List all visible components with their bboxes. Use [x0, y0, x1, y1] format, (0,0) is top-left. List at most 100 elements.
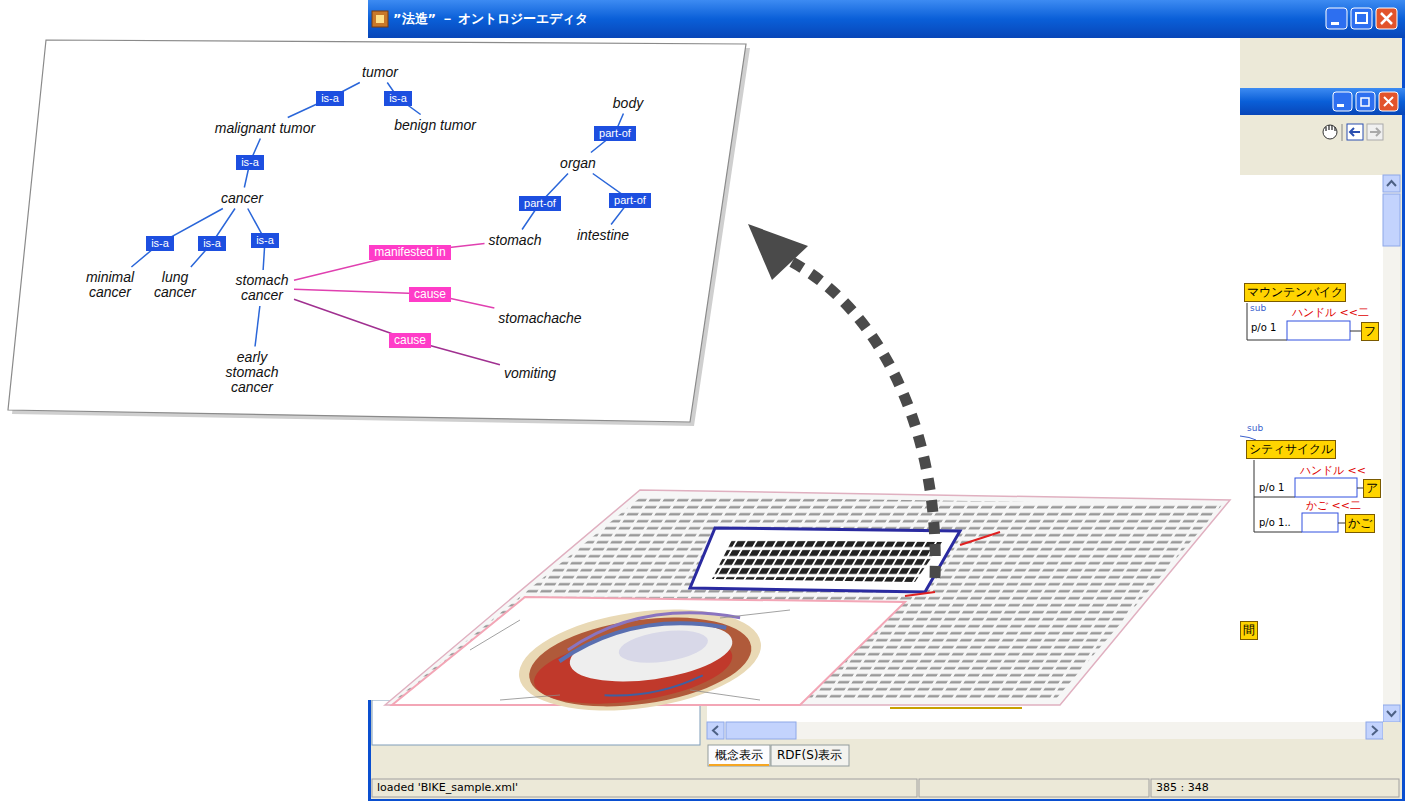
vessel	[556, 615, 728, 661]
arrow-head	[748, 224, 808, 280]
concept-term: tumor	[360, 64, 400, 81]
slot-link	[1338, 523, 1345, 524]
relation-label: manifested in	[369, 245, 450, 260]
concept-box: マウンテンバイク	[1244, 283, 1346, 302]
node-text: minimal cancer	[83, 270, 137, 300]
mark-line	[960, 532, 1000, 545]
relation-line	[288, 83, 360, 118]
box-edge	[890, 707, 1022, 709]
toolbar-arrow	[1370, 128, 1380, 136]
mark-line	[905, 592, 935, 596]
node-text: intestine	[577, 228, 629, 243]
app-icon	[372, 11, 388, 27]
diagram-plane	[8, 40, 746, 422]
concept-box: かご	[1345, 514, 1375, 533]
relation-line	[294, 299, 500, 364]
relation-line	[294, 289, 494, 308]
toolbar-icon	[1347, 124, 1363, 140]
concept-term: stomach	[487, 232, 544, 249]
vessel	[604, 675, 704, 699]
tab	[771, 745, 849, 766]
toolbar-icon	[1323, 125, 1337, 139]
relation-line	[191, 209, 235, 268]
slot-box	[1287, 321, 1350, 340]
concept-term: benign tumor	[392, 117, 478, 134]
scroll-corner	[1383, 722, 1400, 739]
node-text: malignant tumor	[215, 121, 315, 136]
multiplicity: p/o 1	[1251, 322, 1276, 334]
hand-glyph	[1326, 125, 1335, 131]
tab-label: 概念表示	[715, 748, 763, 763]
close-button	[1376, 8, 1397, 29]
child-close	[1379, 92, 1398, 111]
maximize-glyph	[1356, 13, 1367, 23]
relation-tag: sub	[1250, 303, 1266, 313]
scroll-thumb	[1383, 194, 1400, 246]
concept-box: シティサイクル	[1246, 440, 1336, 459]
node-text: lung cancer	[152, 270, 198, 300]
relation-label: cause	[389, 333, 431, 348]
heart-layer	[513, 595, 768, 724]
concept-term: stomach cancer	[232, 272, 292, 304]
node-text: organ	[560, 156, 596, 171]
dotted-arrow	[792, 262, 935, 578]
node-text: tumor	[362, 65, 398, 80]
child-restore-glyph	[1361, 98, 1369, 106]
relation-label: part-of	[519, 196, 561, 211]
relation-label: part-of	[594, 126, 636, 141]
concept-term: malignant tumor	[213, 120, 317, 137]
minimize-glyph	[1331, 22, 1339, 25]
relation-label: is-a	[384, 91, 412, 106]
concept-term: minimal cancer	[81, 269, 139, 301]
title-bar	[368, 0, 1405, 38]
scroll-down	[1383, 705, 1400, 722]
multiplicity: p/o 1..	[1259, 517, 1291, 529]
relation-line	[294, 243, 485, 280]
headline-frame	[690, 528, 960, 592]
heart-layer	[524, 605, 758, 719]
scroll-right	[1366, 722, 1383, 739]
status-cell	[1151, 779, 1399, 797]
concept-term: lung cancer	[150, 269, 200, 301]
node-text: フ	[1364, 324, 1376, 339]
node-text: シティサイクル	[1249, 442, 1333, 457]
slot-bracket	[1247, 340, 1287, 341]
node-text: かご	[1348, 516, 1372, 531]
slot-label: かご <<二	[1306, 499, 1361, 512]
concept-term: cancer	[219, 190, 265, 207]
toolbar	[1240, 115, 1400, 175]
toolbar-arrow	[1350, 128, 1360, 136]
slot-label: ハンドル <<二	[1292, 306, 1369, 319]
app-icon-inner	[376, 15, 384, 23]
canvas-pane	[1240, 175, 1383, 722]
node-text: stomach	[489, 233, 542, 248]
node-text: early stomach cancer	[224, 350, 280, 395]
concept-box: フ	[1361, 322, 1379, 341]
slot-box	[1295, 478, 1357, 497]
node-text: body	[613, 96, 643, 111]
relation-label: part-of	[609, 193, 651, 208]
leader-line	[470, 610, 790, 700]
concept-box: 間	[1240, 621, 1258, 640]
relation-label: is-a	[251, 233, 279, 248]
slot-bracket	[1254, 532, 1302, 533]
tab-highlight	[709, 764, 769, 766]
toolbar-icon	[1367, 124, 1383, 140]
heart-illustration	[513, 595, 768, 724]
concept-term: stomachache	[496, 310, 583, 327]
slot-bracket	[1247, 303, 1248, 340]
slot-bracket	[1254, 497, 1295, 498]
child-restore	[1356, 92, 1375, 111]
scroll-left	[707, 722, 724, 739]
horizontal-scrollbar	[707, 722, 1383, 739]
heart-chamber	[617, 626, 710, 668]
child-minimize-glyph	[1337, 104, 1344, 107]
status-cell	[919, 779, 1149, 797]
tab-label: RDF(S)表示	[777, 748, 842, 763]
headline-text	[712, 540, 942, 582]
child-close-glyph	[1384, 97, 1393, 106]
window-title: ”法造” － オントロジーエディタ	[393, 10, 588, 27]
paper-sheet	[385, 490, 1230, 705]
